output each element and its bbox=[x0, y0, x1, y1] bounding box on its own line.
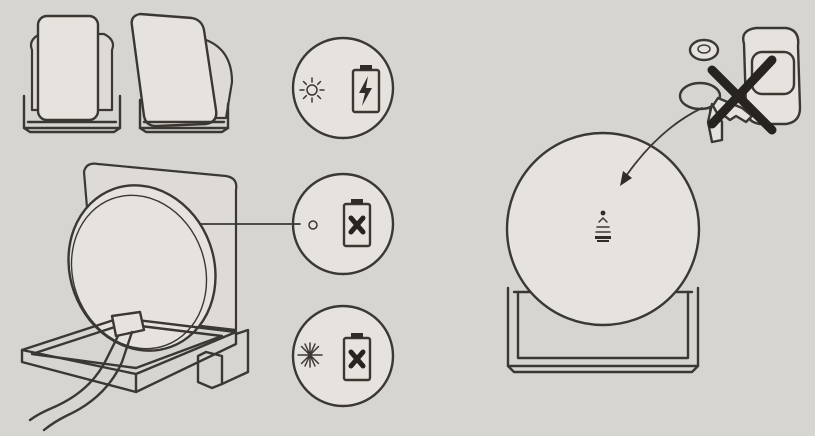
stand-front-view-illustration bbox=[505, 131, 701, 374]
indicator-light-on bbox=[291, 36, 395, 140]
placement-arrow bbox=[620, 107, 703, 186]
stand-perspective-illustration bbox=[20, 162, 250, 432]
stand-portrait-phone-illustration bbox=[22, 14, 122, 134]
charging-battery-icon bbox=[351, 65, 381, 114]
stand-tilted-phone-illustration bbox=[130, 12, 234, 134]
indicator-light-off bbox=[291, 172, 395, 276]
light-on-icon bbox=[299, 77, 325, 103]
light-blinking-icon bbox=[297, 342, 323, 368]
light-off-icon bbox=[308, 220, 318, 230]
battery-x-icon bbox=[342, 333, 372, 382]
battery-x-icon bbox=[342, 199, 372, 248]
no-metal-objects-icon bbox=[678, 26, 802, 144]
indicator-light-blinking bbox=[291, 304, 395, 408]
charging-pad-logo-icon bbox=[595, 210, 611, 242]
